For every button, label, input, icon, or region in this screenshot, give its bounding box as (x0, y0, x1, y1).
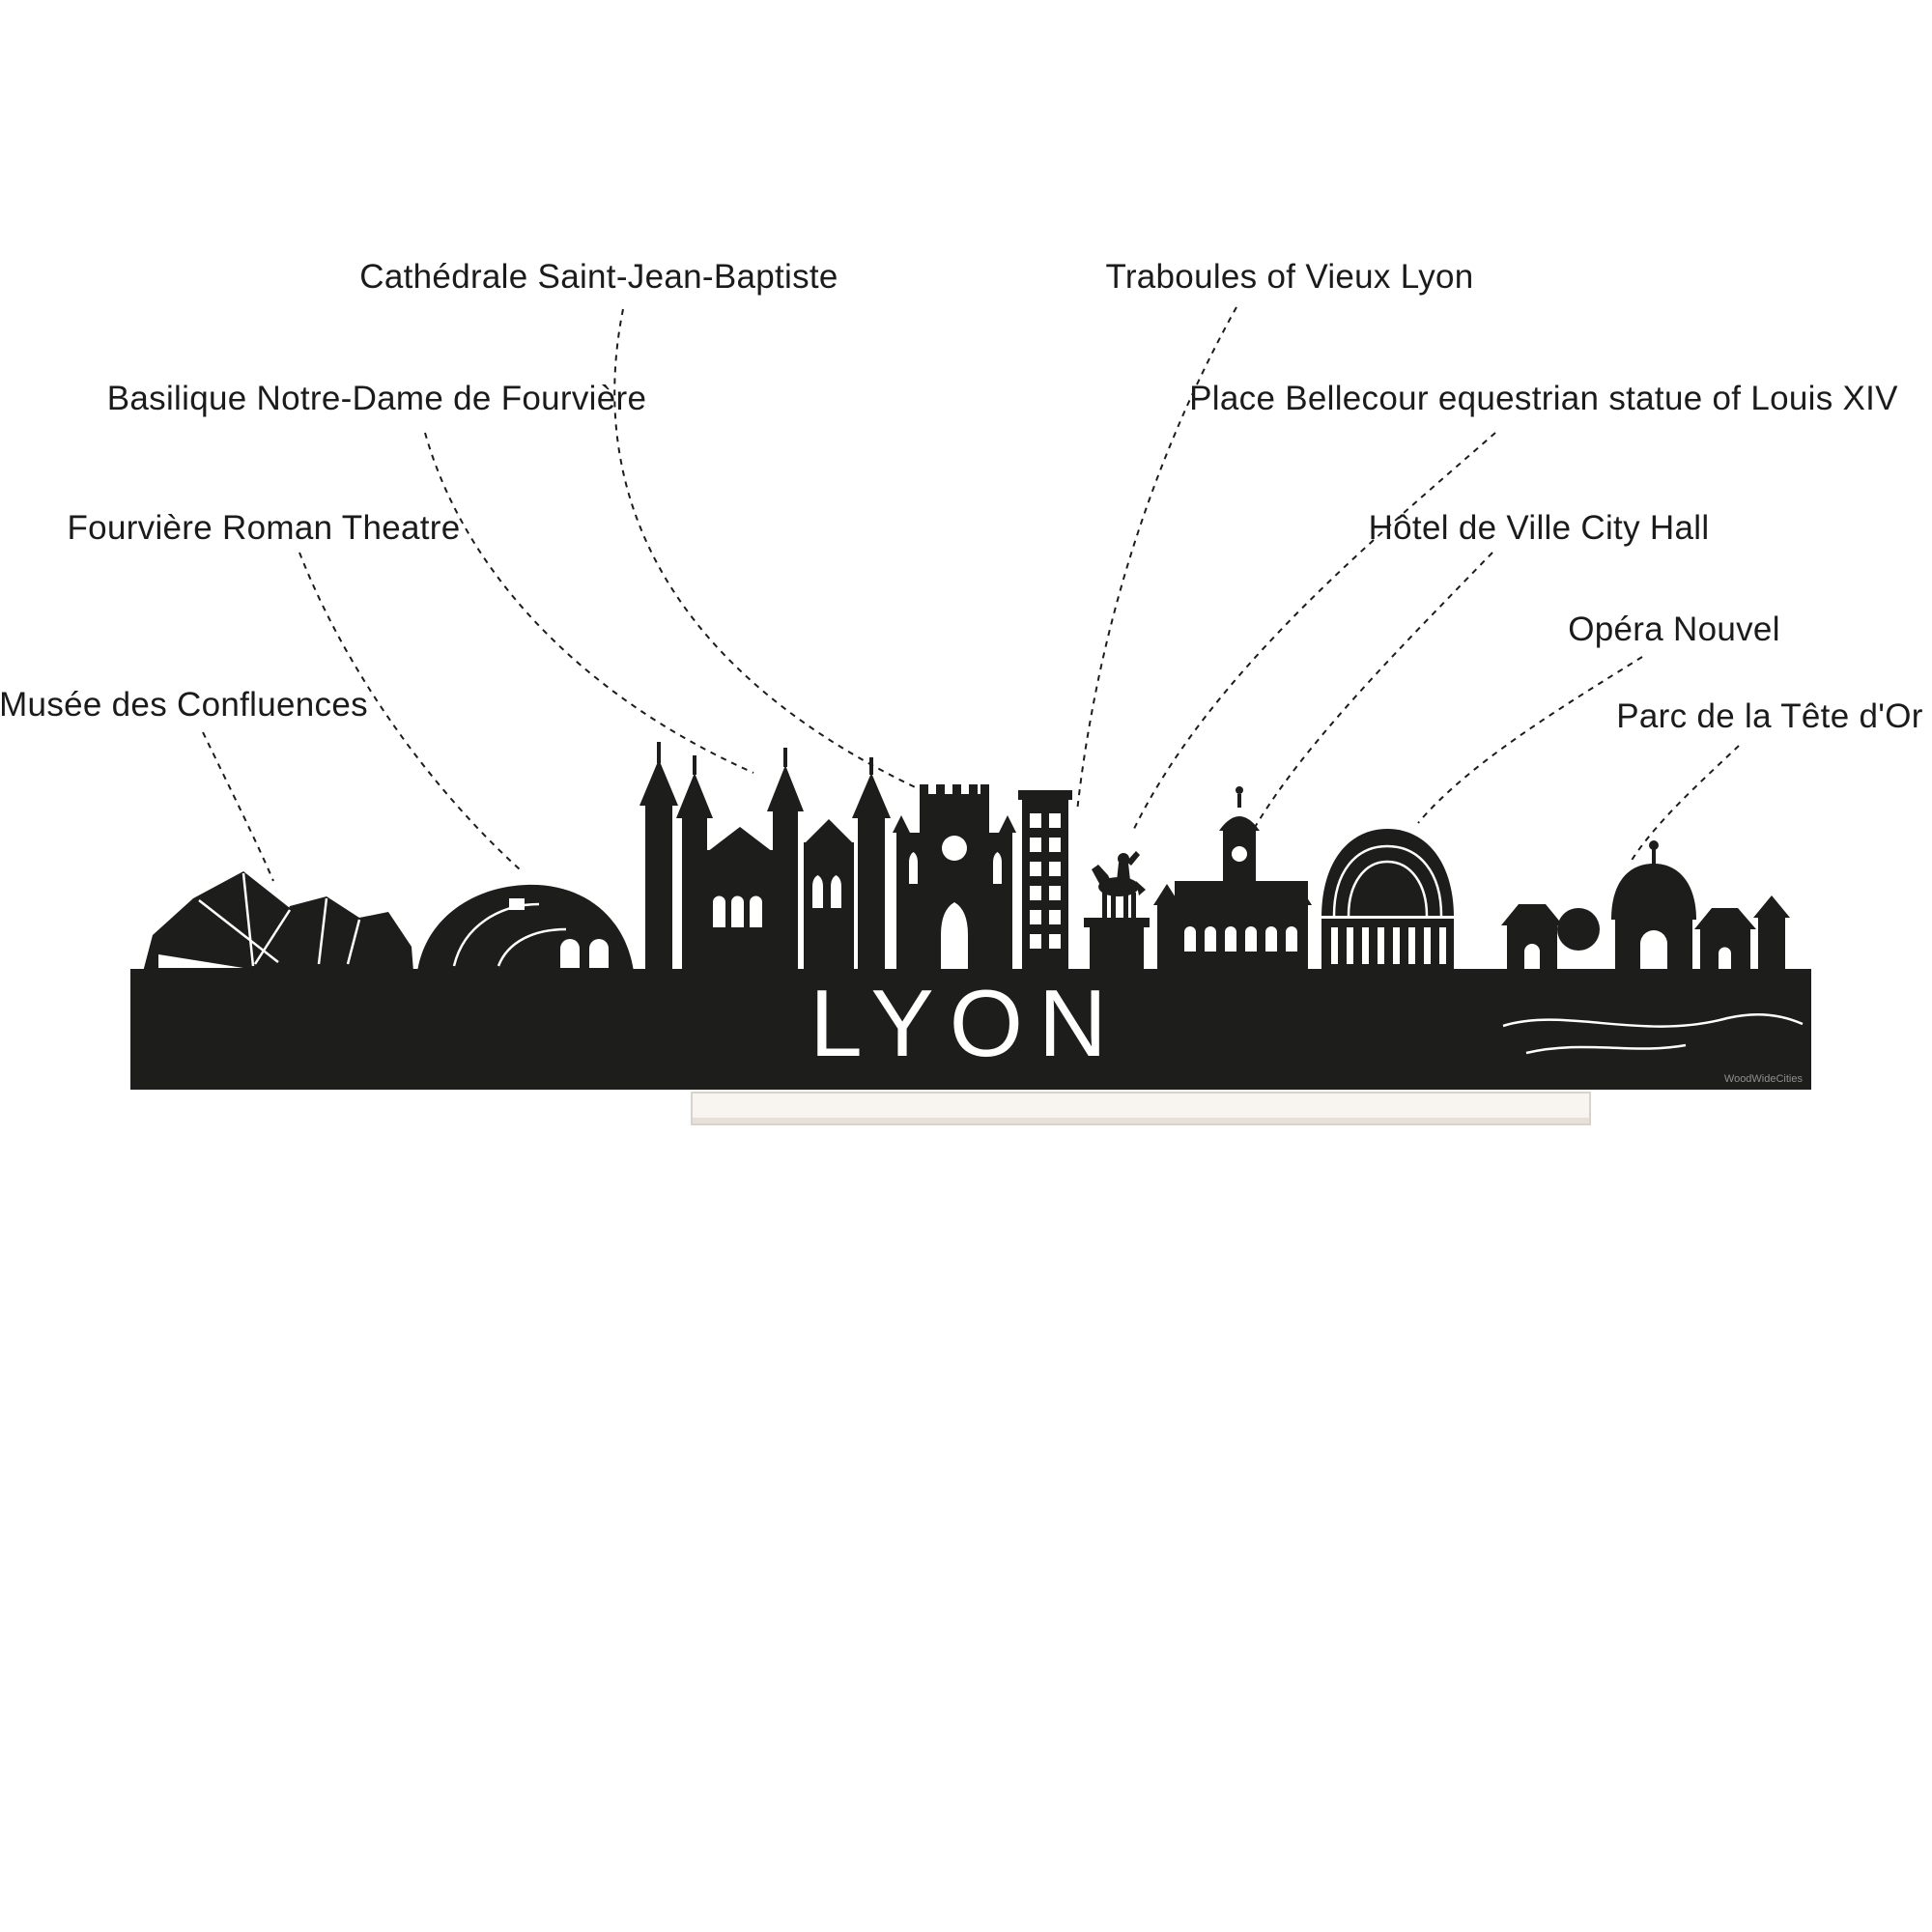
connector-parc-line (1630, 745, 1740, 863)
museum-wedge-cutout (158, 954, 243, 968)
connector-lines (202, 306, 1740, 882)
basilica-window-cutouts (713, 875, 841, 927)
city-name-cutout: LYON (810, 970, 1122, 1076)
cathedral-window-cutouts (909, 836, 1002, 969)
vieux-lyon-tower-shape (1018, 790, 1072, 973)
label-fourviere-roman-theatre: Fourvière Roman Theatre (67, 509, 461, 547)
museum-facet-lines (198, 872, 567, 967)
label-opera-nouvel: Opéra Nouvel (1568, 611, 1780, 648)
park-path-lines (1502, 1013, 1804, 1055)
musee-des-confluences-shape (143, 871, 413, 972)
equestrian-statue-shape (1084, 851, 1150, 973)
opera-column-cutouts (1321, 916, 1454, 964)
label-place-bellecour-statue: Place Bellecour equestrian statue of Lou… (1189, 380, 1898, 417)
silhouette-cutout-details (158, 813, 1804, 1055)
label-musee-des-confluences: Musée des Confluences (0, 686, 368, 724)
hotel-de-ville-shape (1153, 786, 1312, 973)
watermark-text: WoodWideCities (1724, 1073, 1804, 1085)
hotel-clock-cutout (1232, 846, 1247, 862)
opera-vault-lines (1332, 844, 1443, 917)
connector-musee-line (202, 731, 274, 882)
connector-cathedrale-line (613, 308, 926, 793)
connector-opera-line (1417, 656, 1643, 824)
base-stand-edge (693, 1118, 1589, 1123)
theatre-notch-cutout (509, 898, 525, 910)
base-stand (691, 1092, 1591, 1125)
label-traboules-of-vieux-lyon: Traboules of Vieux Lyon (1105, 258, 1474, 296)
aqueduct-arches (560, 939, 609, 968)
label-cathedrale-saint-jean-baptiste: Cathédrale Saint-Jean-Baptiste (359, 258, 838, 296)
connector-theatre-line (298, 552, 521, 870)
label-basilique-notre-dame-de-fourviere: Basilique Notre-Dame de Fourvière (106, 380, 647, 417)
connector-bellecour-line (1131, 432, 1496, 834)
park-door-cutouts (1524, 930, 1731, 969)
skyline-band (130, 969, 1811, 1090)
connector-hotel-line (1253, 552, 1493, 830)
opera-nouvel-shape (1321, 829, 1454, 973)
hotel-window-cutouts (1184, 846, 1297, 952)
label-hotel-de-ville-city-hall: Hôtel de Ville City Hall (1368, 509, 1710, 547)
connector-basilique-line (424, 432, 754, 774)
basilique-fourviere-shape (639, 742, 891, 973)
connector-traboules-line (1076, 306, 1237, 812)
tower-window-cutouts (1030, 813, 1061, 949)
label-parc-de-la-tete-d-or: Parc de la Tête d'Or (1616, 697, 1923, 735)
